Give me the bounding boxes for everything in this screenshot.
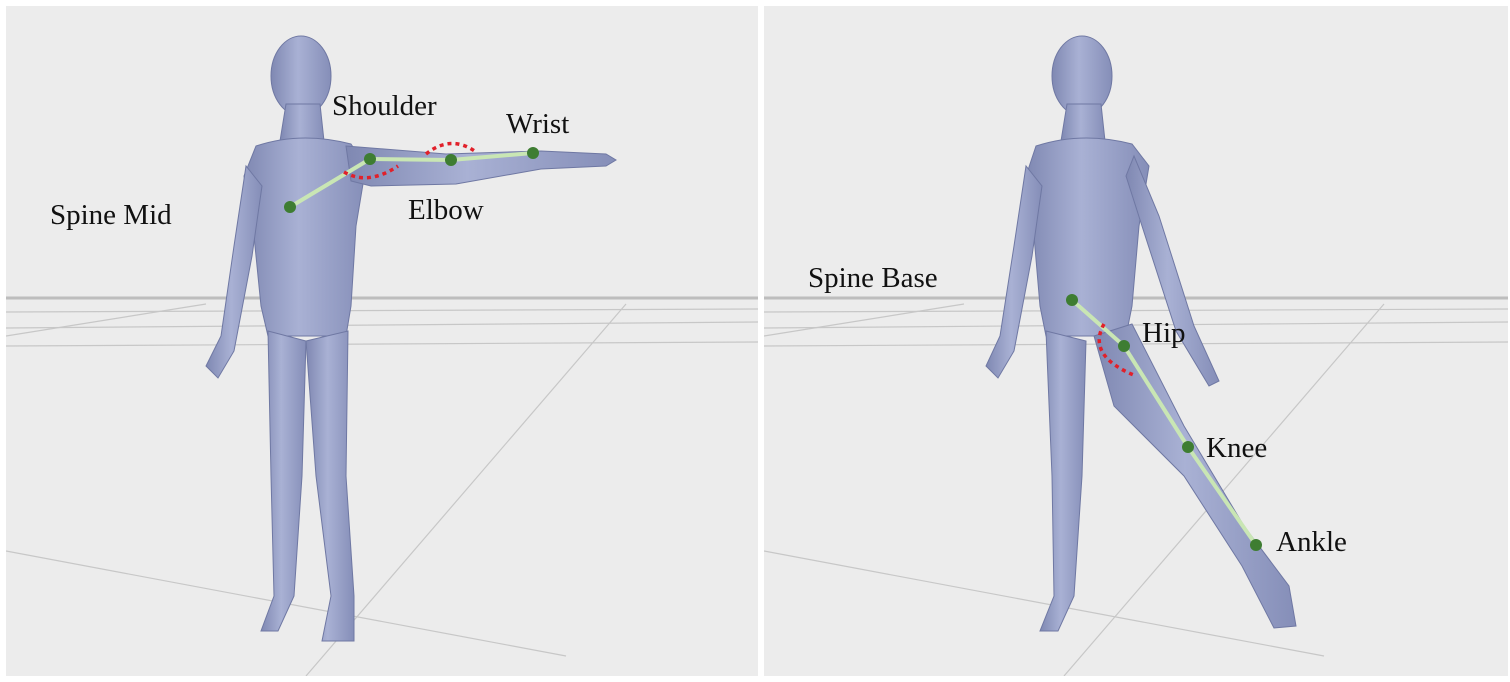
knee-joint [1182, 441, 1194, 453]
knee-to-ankle-segment [1186, 445, 1258, 547]
spine-mid-joint [284, 201, 296, 213]
elbow-angle-arc [424, 141, 478, 156]
hip-joint [1118, 340, 1130, 352]
leg-skeleton [1066, 294, 1262, 551]
arm-skeleton [284, 141, 539, 213]
elbow-to-wrist-segment [450, 151, 534, 162]
spine-mid-label: Spine Mid [50, 199, 172, 231]
spine-to-shoulder-segment [288, 157, 372, 209]
elbow-joint [445, 154, 457, 166]
background [6, 6, 758, 676]
spine-base-joint [1066, 294, 1078, 306]
elbow-label: Elbow [408, 194, 484, 226]
shoulder-joint [364, 153, 376, 165]
shoulder-label: Shoulder [332, 90, 437, 122]
shoulder-angle-arc [343, 164, 399, 180]
spine-base-to-hip-segment [1070, 298, 1126, 348]
knee-label: Knee [1206, 432, 1268, 464]
spine-base-label: Spine Base [808, 262, 938, 294]
wrist-joint [527, 147, 539, 159]
left-figure-panel: Shoulder Wrist Spine Mid Elbow [6, 6, 758, 676]
left-scene [6, 6, 758, 676]
human-body-model [985, 35, 1297, 632]
right-figure-panel: Spine Base Hip Knee Ankle [764, 6, 1508, 676]
floor-grid [6, 296, 758, 676]
hip-to-knee-segment [1122, 344, 1190, 449]
wrist-label: Wrist [506, 108, 570, 140]
hip-label: Hip [1142, 317, 1186, 349]
human-body-model [205, 35, 617, 642]
ankle-label: Ankle [1276, 526, 1347, 558]
ankle-joint [1250, 539, 1262, 551]
right-scene [764, 6, 1508, 676]
shoulder-to-elbow-segment [369, 157, 452, 162]
